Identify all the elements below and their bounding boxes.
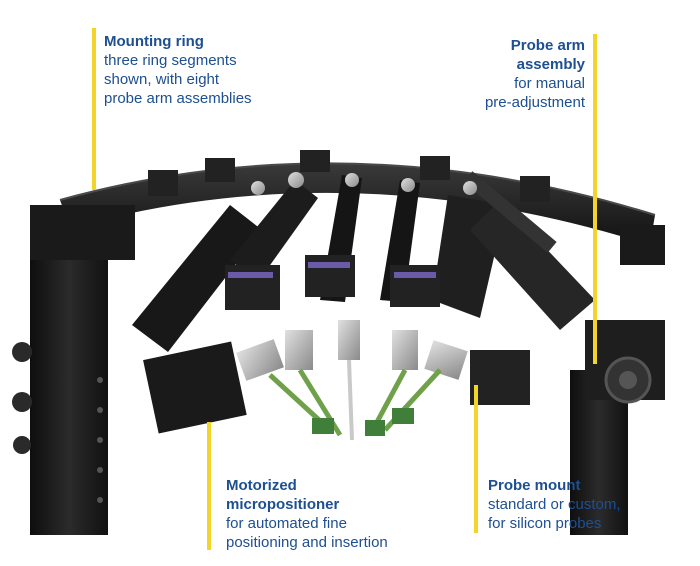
callout-title: Mounting ring	[104, 33, 204, 50]
leader-line-mounting-ring	[92, 28, 96, 190]
probe-mounts	[236, 320, 468, 441]
callout-micropositioner: Motorized micropositioner for automated …	[226, 476, 388, 552]
callout-title: Motorized	[226, 477, 297, 494]
callout-title: assembly	[516, 56, 585, 73]
callout-desc-line: probe arm assemblies	[104, 90, 252, 107]
callout-probe-mount: Probe mount standard or custom, for sili…	[488, 476, 621, 533]
callout-title: Probe mount	[488, 477, 581, 494]
mounting-ring	[59, 150, 656, 245]
callout-desc-line: for automated fine	[226, 515, 347, 532]
callout-desc-line: pre-adjustment	[484, 94, 585, 111]
callout-probe-arm: Probe arm assembly for manual pre-adjust…	[485, 36, 585, 112]
callout-desc-line: shown, with eight	[104, 71, 220, 88]
right-support-post	[570, 225, 665, 535]
left-support-post	[12, 205, 135, 535]
leader-line-probe-arm	[593, 34, 597, 364]
callout-desc-line: for manual	[514, 75, 585, 92]
motorized-micropositioners	[143, 255, 530, 434]
callout-title: Probe arm	[510, 37, 585, 54]
callout-desc-line: three ring segments	[104, 52, 237, 69]
callout-desc-line: standard or custom,	[488, 496, 621, 513]
callout-desc-line: for silicon probes	[488, 515, 602, 532]
leader-line-micropositioner	[207, 422, 211, 550]
callout-desc-line: positioning and insertion	[226, 534, 388, 551]
callout-title: micropositioner	[226, 496, 340, 513]
leader-line-probe-mount	[474, 385, 478, 533]
callout-mounting-ring: Mounting ring three ring segments shown,…	[104, 32, 252, 108]
